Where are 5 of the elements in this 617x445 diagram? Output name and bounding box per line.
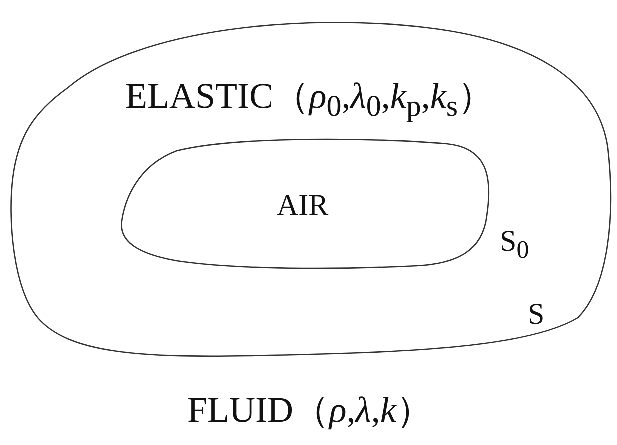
boundary-label: S$_{0}$: [500, 227, 530, 263]
region-label: ELASTIC（ρ$_{0}$,λ$_{0}$,k$_{p}$,k$_{s}$）: [126, 78, 494, 122]
region-label: AIR: [277, 191, 329, 221]
region-label: FLUID（ρ,λ,k）: [188, 392, 432, 428]
boundary-label: S: [528, 300, 545, 330]
